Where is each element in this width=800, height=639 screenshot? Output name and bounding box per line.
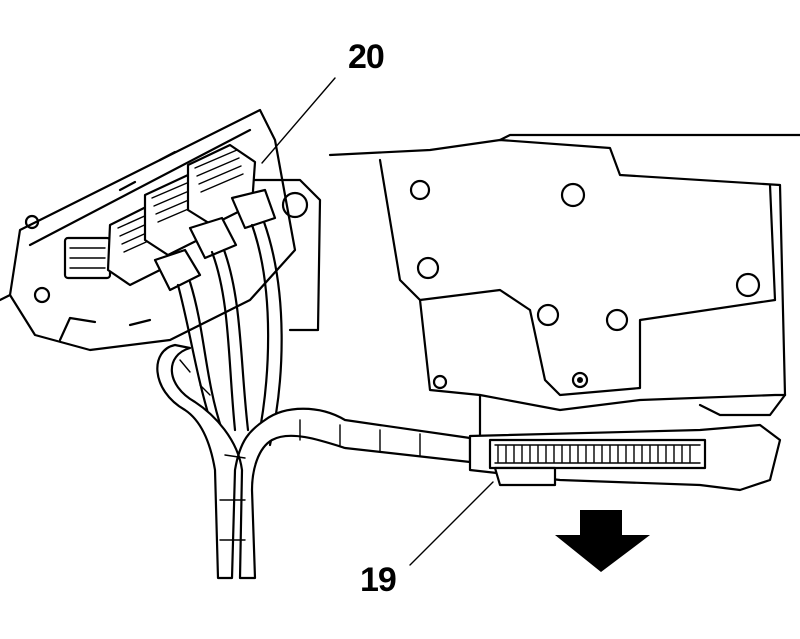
wire-harness (156, 343, 472, 580)
plug-2 (188, 216, 238, 260)
housing-edge (253, 178, 322, 332)
plug-1 (153, 248, 202, 292)
leader-line-19 (409, 481, 494, 566)
down-arrow-icon (555, 510, 650, 572)
callout-20: 20 (348, 38, 385, 76)
main-housing (328, 133, 800, 442)
mounting-bracket (0, 108, 297, 352)
leader-line-20 (261, 77, 336, 164)
plug-3 (230, 188, 277, 230)
callout-19: 19 (360, 561, 397, 599)
connector-strip (468, 423, 782, 492)
housing-boss (281, 191, 309, 219)
